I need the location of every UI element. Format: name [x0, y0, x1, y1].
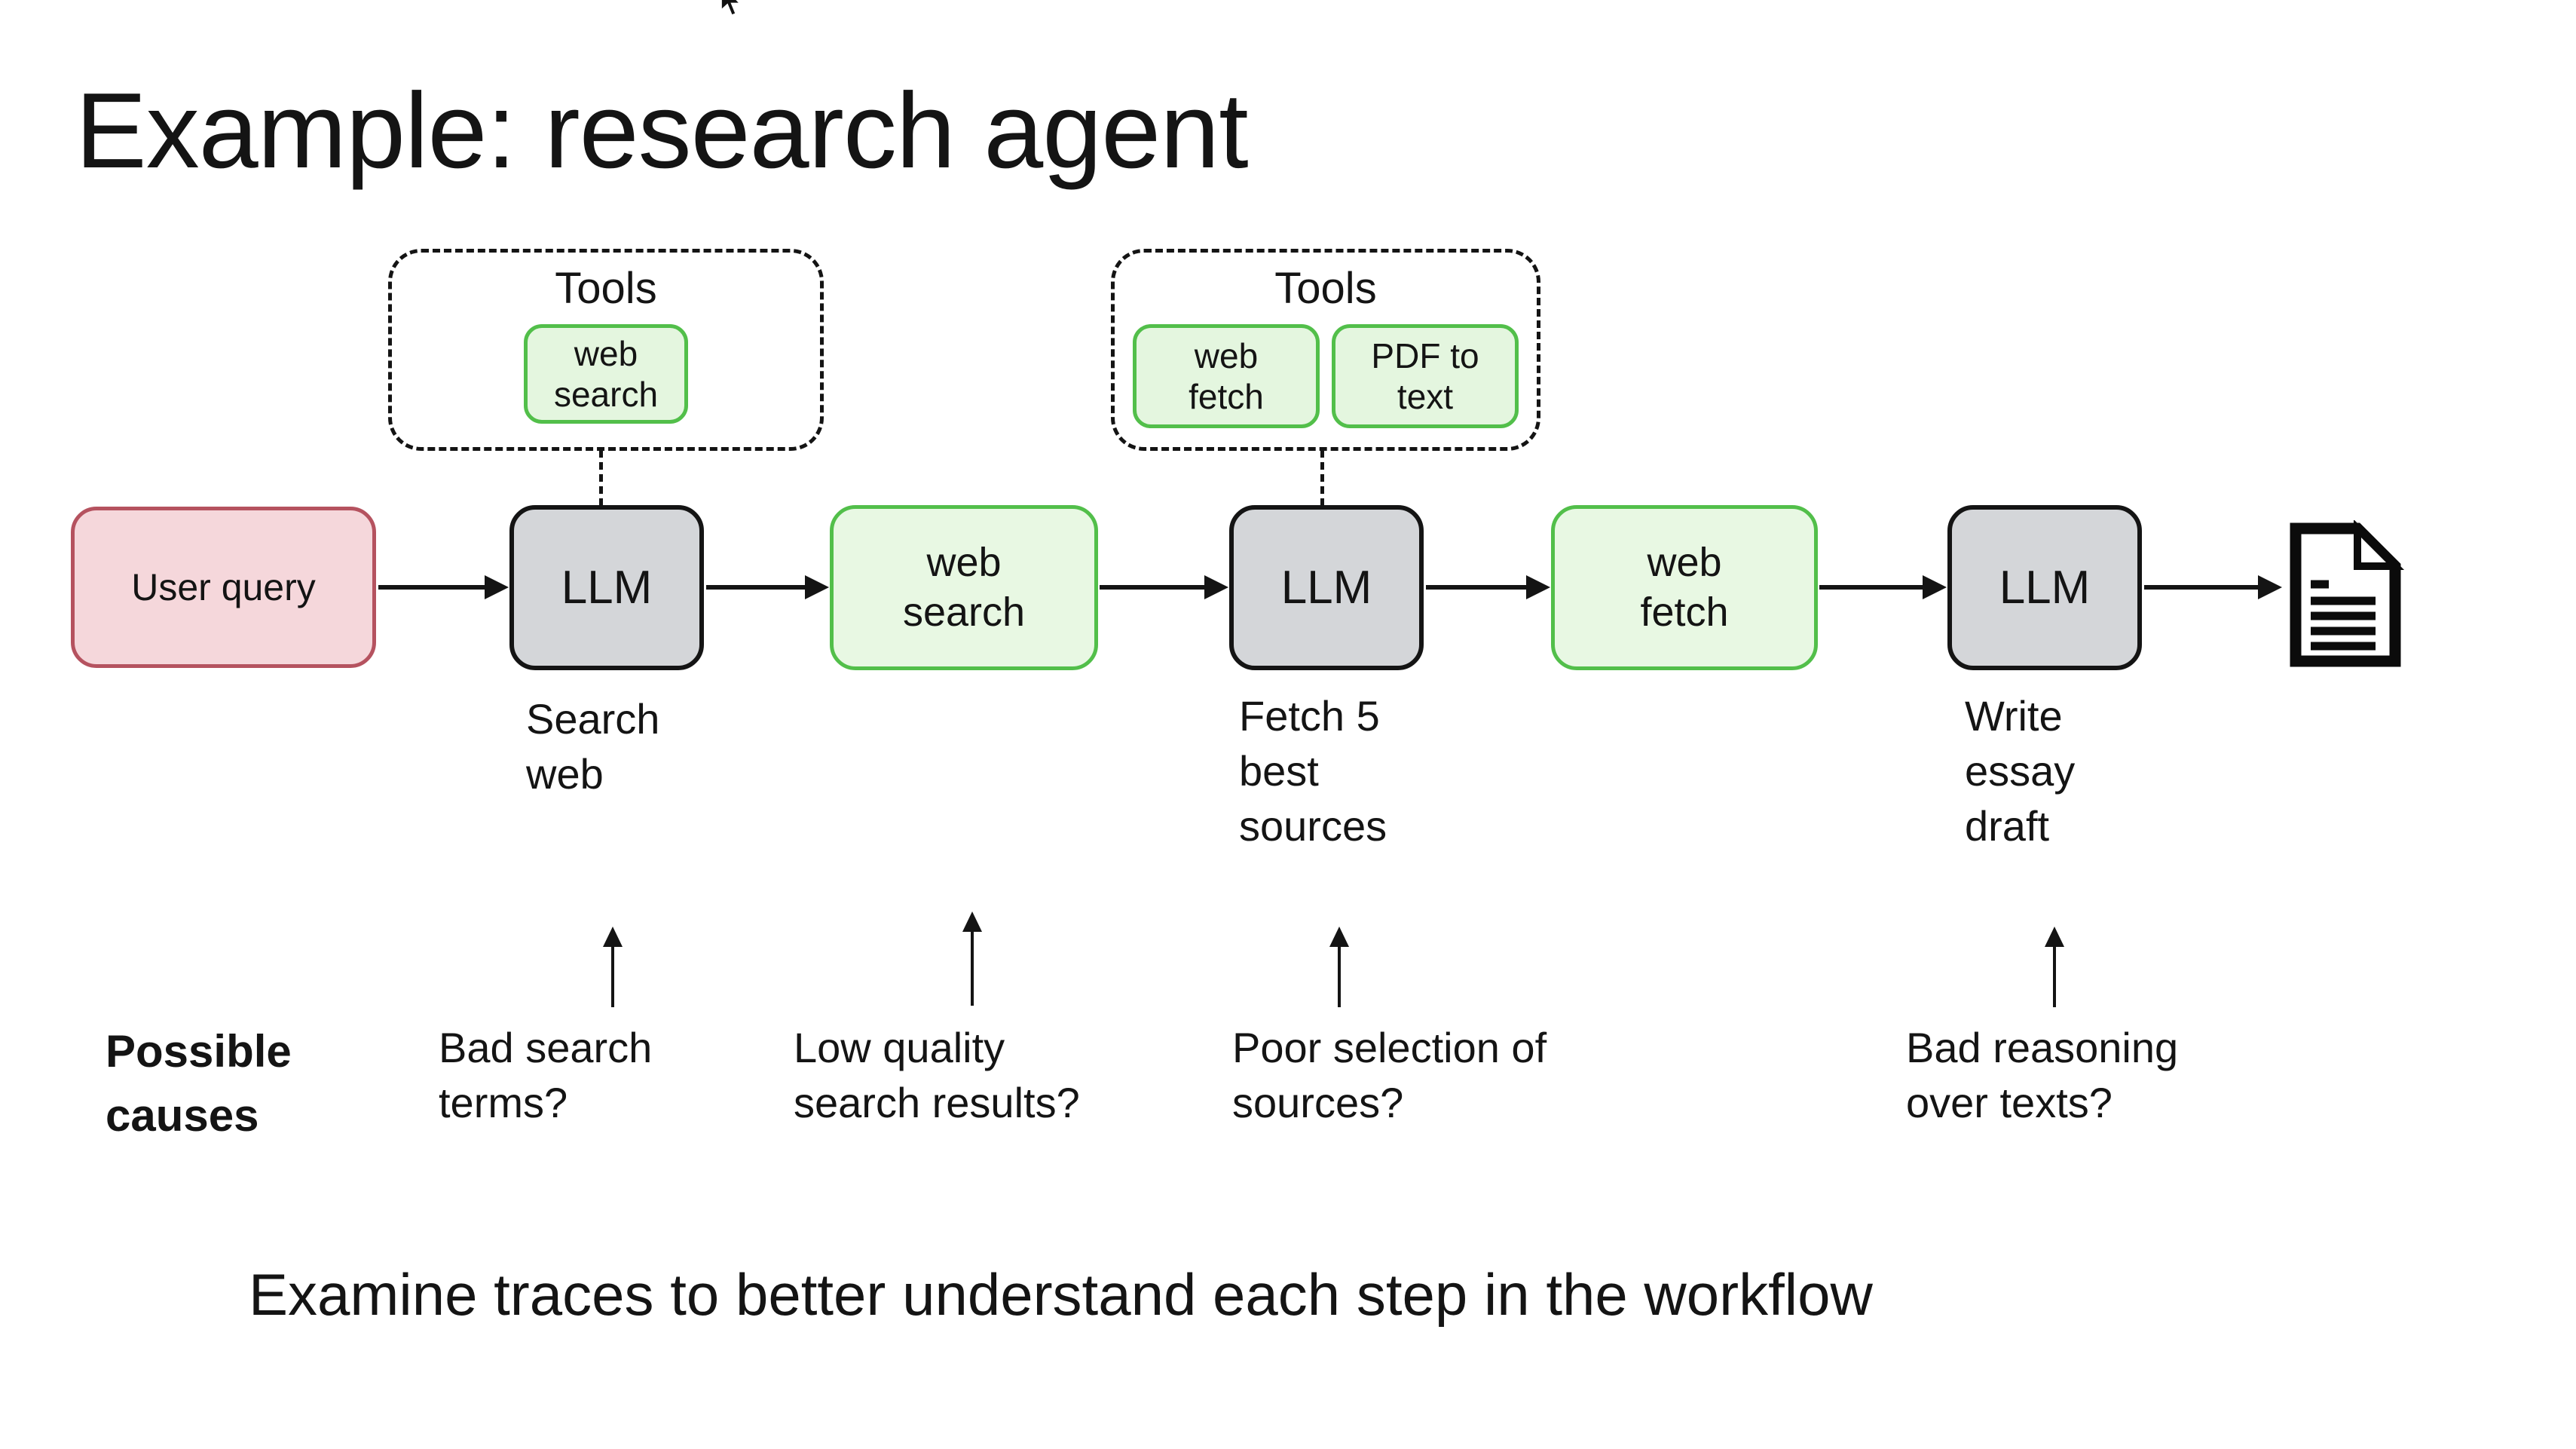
node-llm-fetch: LLM — [1229, 505, 1424, 670]
tools-group-title: Tools — [555, 264, 657, 313]
tools-group-fetch: Tools web fetch PDF to text — [1111, 249, 1540, 451]
node-llm-search: LLM — [509, 505, 704, 670]
tool-chip-web-search: web search — [524, 324, 688, 424]
essay-document-icon — [2290, 520, 2405, 667]
flow-arrow — [2144, 575, 2282, 599]
flow-arrow — [1426, 575, 1550, 599]
cause-arrow — [1329, 927, 1349, 1007]
node-web-search: web search — [830, 505, 1098, 670]
tools-chip-row: web fetch PDF to text — [1133, 324, 1519, 428]
tools-group-title: Tools — [1274, 264, 1377, 313]
step-label-fetch-sources: Fetch 5 best sources — [1239, 692, 1387, 850]
cause-arrow — [603, 927, 623, 1007]
cause-arrow — [962, 911, 982, 1006]
cause-bad-search-terms: Bad search terms? — [439, 1024, 653, 1126]
cause-bad-reasoning: Bad reasoning over texts? — [1906, 1024, 2179, 1126]
tool-chip-pdf-to-text: PDF to text — [1332, 324, 1519, 428]
flow-arrow — [1100, 575, 1228, 599]
flow-arrow — [706, 575, 829, 599]
cause-poor-selection: Poor selection of sources? — [1232, 1024, 1547, 1126]
flow-arrow — [1819, 575, 1947, 599]
tool-connector-dashed — [599, 450, 603, 506]
cause-arrow — [2045, 927, 2064, 1007]
node-llm-write: LLM — [1947, 505, 2142, 670]
node-user-query: User query — [71, 507, 376, 668]
tools-group-search: Tools web search — [388, 249, 824, 451]
tool-connector-dashed — [1320, 450, 1324, 506]
node-web-fetch: web fetch — [1551, 505, 1818, 670]
mouse-cursor-icon — [720, 0, 743, 17]
flow-arrow — [378, 575, 509, 599]
step-label-write-draft: Write essay draft — [1965, 692, 2076, 850]
cause-low-quality-results: Low quality search results? — [794, 1024, 1080, 1126]
possible-causes-heading: Possible causes — [106, 1026, 292, 1141]
page-title: Example: research agent — [75, 71, 1249, 191]
step-label-search-web: Search web — [526, 695, 660, 798]
bottom-note: Examine traces to better understand each… — [249, 1261, 1873, 1328]
tools-chip-row: web search — [524, 324, 688, 424]
tool-chip-web-fetch: web fetch — [1133, 324, 1320, 428]
